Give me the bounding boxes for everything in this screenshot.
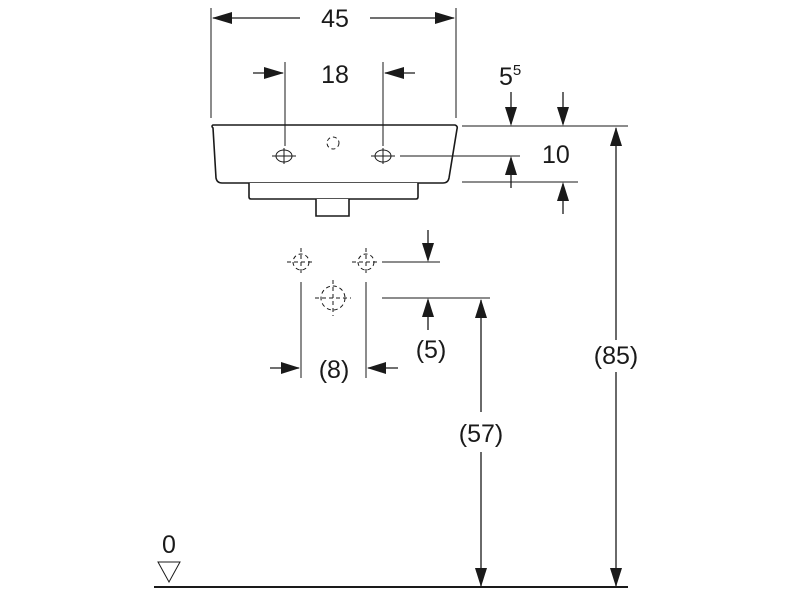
waste-height-dimension xyxy=(475,299,487,587)
rim-to-tap-label: 10 xyxy=(542,141,570,169)
level-marker-icon xyxy=(157,561,181,584)
overflow-hole xyxy=(326,136,340,150)
total-height-dimension xyxy=(610,127,622,587)
supply-spacing-dimension xyxy=(270,282,398,378)
tap-hole-right xyxy=(371,148,395,164)
rim-offset-dimension xyxy=(400,92,628,214)
tap-offset-superscript: 5 xyxy=(513,62,521,79)
supply-point-right xyxy=(352,248,380,276)
tap-offset-label: 55 xyxy=(499,62,521,91)
supply-above-waste-label: (5) xyxy=(416,336,447,364)
tap-spacing-label: 18 xyxy=(321,61,349,89)
total-height-label: (85) xyxy=(594,342,638,370)
tap-hole-left xyxy=(272,148,296,164)
waste-outlet-point xyxy=(315,280,351,316)
waste-height-label: (57) xyxy=(459,420,503,448)
tap-offset-base: 5 xyxy=(499,63,513,91)
floor-level-label: 0 xyxy=(162,531,176,559)
width-label: 45 xyxy=(321,5,349,33)
width-dimension xyxy=(210,8,457,118)
supply-spacing-label: (8) xyxy=(319,356,350,384)
washbasin-outline xyxy=(211,124,459,217)
supply-point-left xyxy=(287,248,315,276)
tap-spacing-dimension xyxy=(253,62,415,146)
supply-above-waste-dimension xyxy=(382,230,490,330)
